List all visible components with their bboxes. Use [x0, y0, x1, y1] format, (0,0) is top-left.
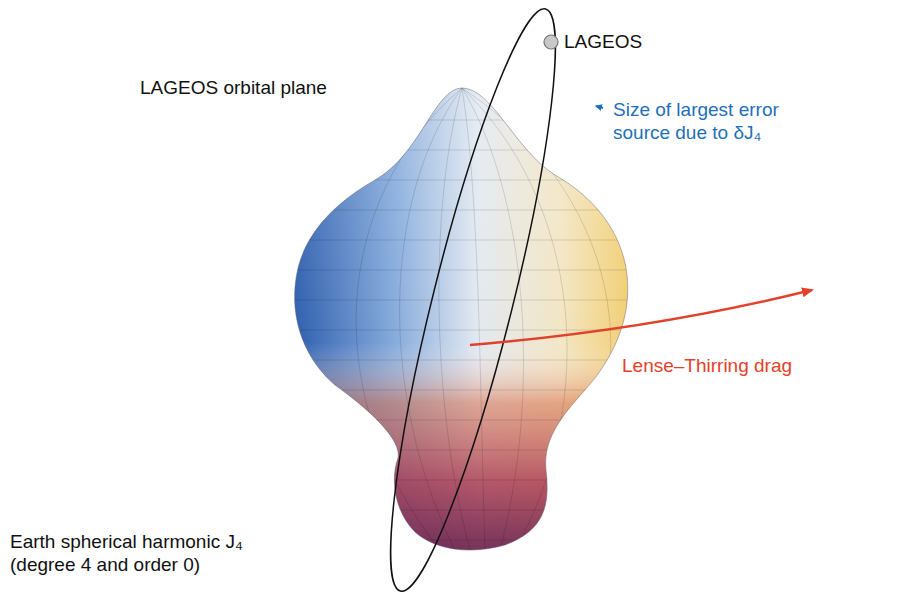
lense-thirring-arrow: [470, 290, 812, 345]
harmonic-label: Earth spherical harmonic J₄ (degree 4 an…: [8, 530, 274, 576]
lageos-satellite: [544, 35, 558, 49]
error-note: Size of largest error source due to δJ₄: [611, 98, 830, 144]
effect-label: Lense–Thirring drag: [620, 354, 794, 377]
error-size-arrow: [596, 106, 603, 108]
earth-harmonic-shape: [280, 88, 650, 550]
orbital-plane: [362, 0, 585, 599]
satellite-label: LAGEOS: [562, 30, 644, 53]
orbital-plane-label: LAGEOS orbital plane: [138, 76, 329, 99]
